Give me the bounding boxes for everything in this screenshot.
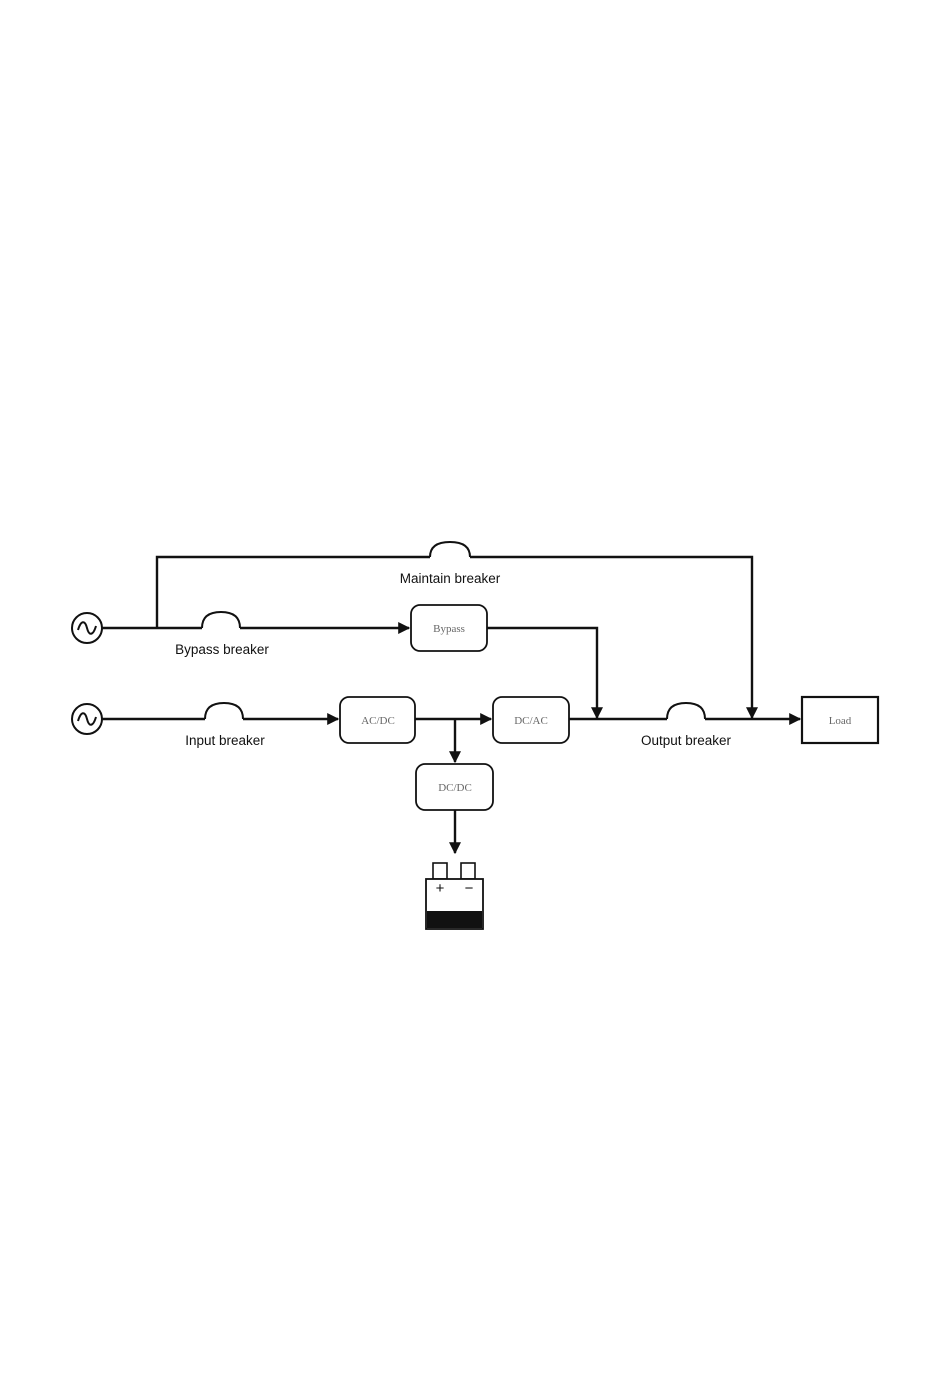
dc-ac-block-label: DC/AC [514, 715, 548, 727]
bypass-block: Bypass [411, 605, 487, 651]
battery-positive-sign: + [436, 880, 445, 897]
input-ac-source-icon [72, 704, 102, 734]
maintain-breaker-symbol [430, 542, 470, 557]
dc-dc-block: DC/DC [416, 764, 493, 810]
ac-dc-block-label: AC/DC [361, 715, 395, 727]
battery-negative-sign: − [465, 880, 474, 897]
ac-dc-block: AC/DC [340, 697, 415, 743]
battery-icon: + − [426, 863, 483, 929]
bypass-ac-source-icon [72, 613, 102, 643]
dc-ac-block: DC/AC [493, 697, 569, 743]
input-breaker-symbol [205, 703, 243, 719]
dc-dc-block-label: DC/DC [438, 782, 472, 794]
maintain-breaker-label: Maintain breaker [400, 571, 501, 586]
bypass-block-label: Bypass [433, 623, 465, 635]
maintain-wire [157, 557, 430, 628]
bypass-breaker-symbol [202, 612, 240, 628]
bypass-breaker-label: Bypass breaker [175, 642, 269, 657]
maintain-wire-right [470, 557, 752, 718]
load-block: Load [802, 697, 878, 743]
output-breaker-label: Output breaker [641, 733, 732, 748]
output-breaker-symbol [667, 703, 705, 719]
input-breaker-label: Input breaker [185, 733, 265, 748]
load-block-label: Load [829, 715, 852, 727]
